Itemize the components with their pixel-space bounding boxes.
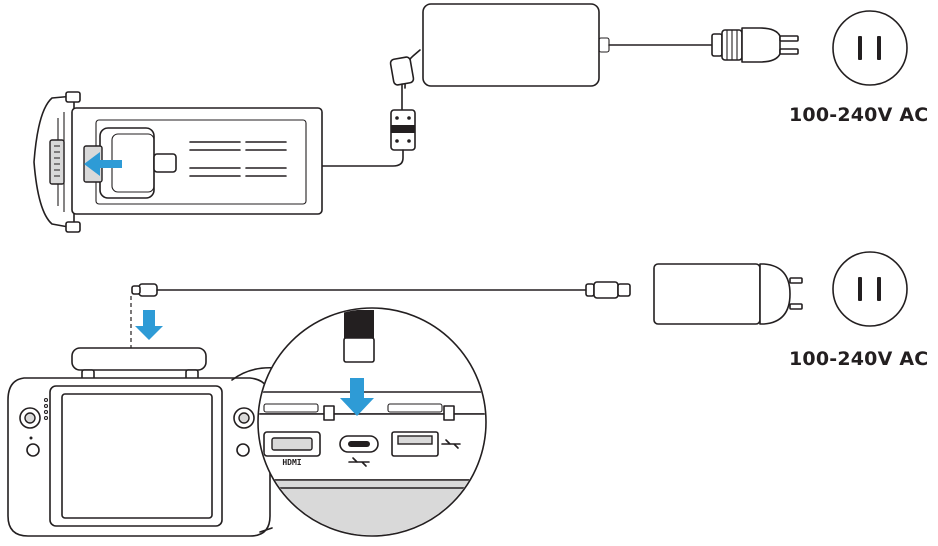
ac-adapter-top xyxy=(422,3,713,87)
port-detail-magnifier: HDMI xyxy=(231,307,487,537)
arrow-icon xyxy=(340,378,374,416)
arrow-icon xyxy=(84,152,122,176)
voltage-label-top: 100-240V AC xyxy=(789,104,929,126)
battery-pack xyxy=(33,91,323,233)
wall-outlet-icon xyxy=(832,10,908,86)
usb-icon xyxy=(348,457,370,467)
power-plug-icon xyxy=(711,27,799,63)
usb-charger xyxy=(653,263,803,325)
remote-controller xyxy=(7,347,271,537)
arrow-icon xyxy=(135,310,163,340)
dc-cable xyxy=(174,49,421,167)
wall-outlet-icon xyxy=(832,251,908,327)
usb-c-cable xyxy=(130,281,631,370)
hdmi-label: HDMI xyxy=(282,458,301,467)
usb-icon xyxy=(441,439,461,449)
voltage-label-bottom: 100-240V AC xyxy=(789,348,929,370)
